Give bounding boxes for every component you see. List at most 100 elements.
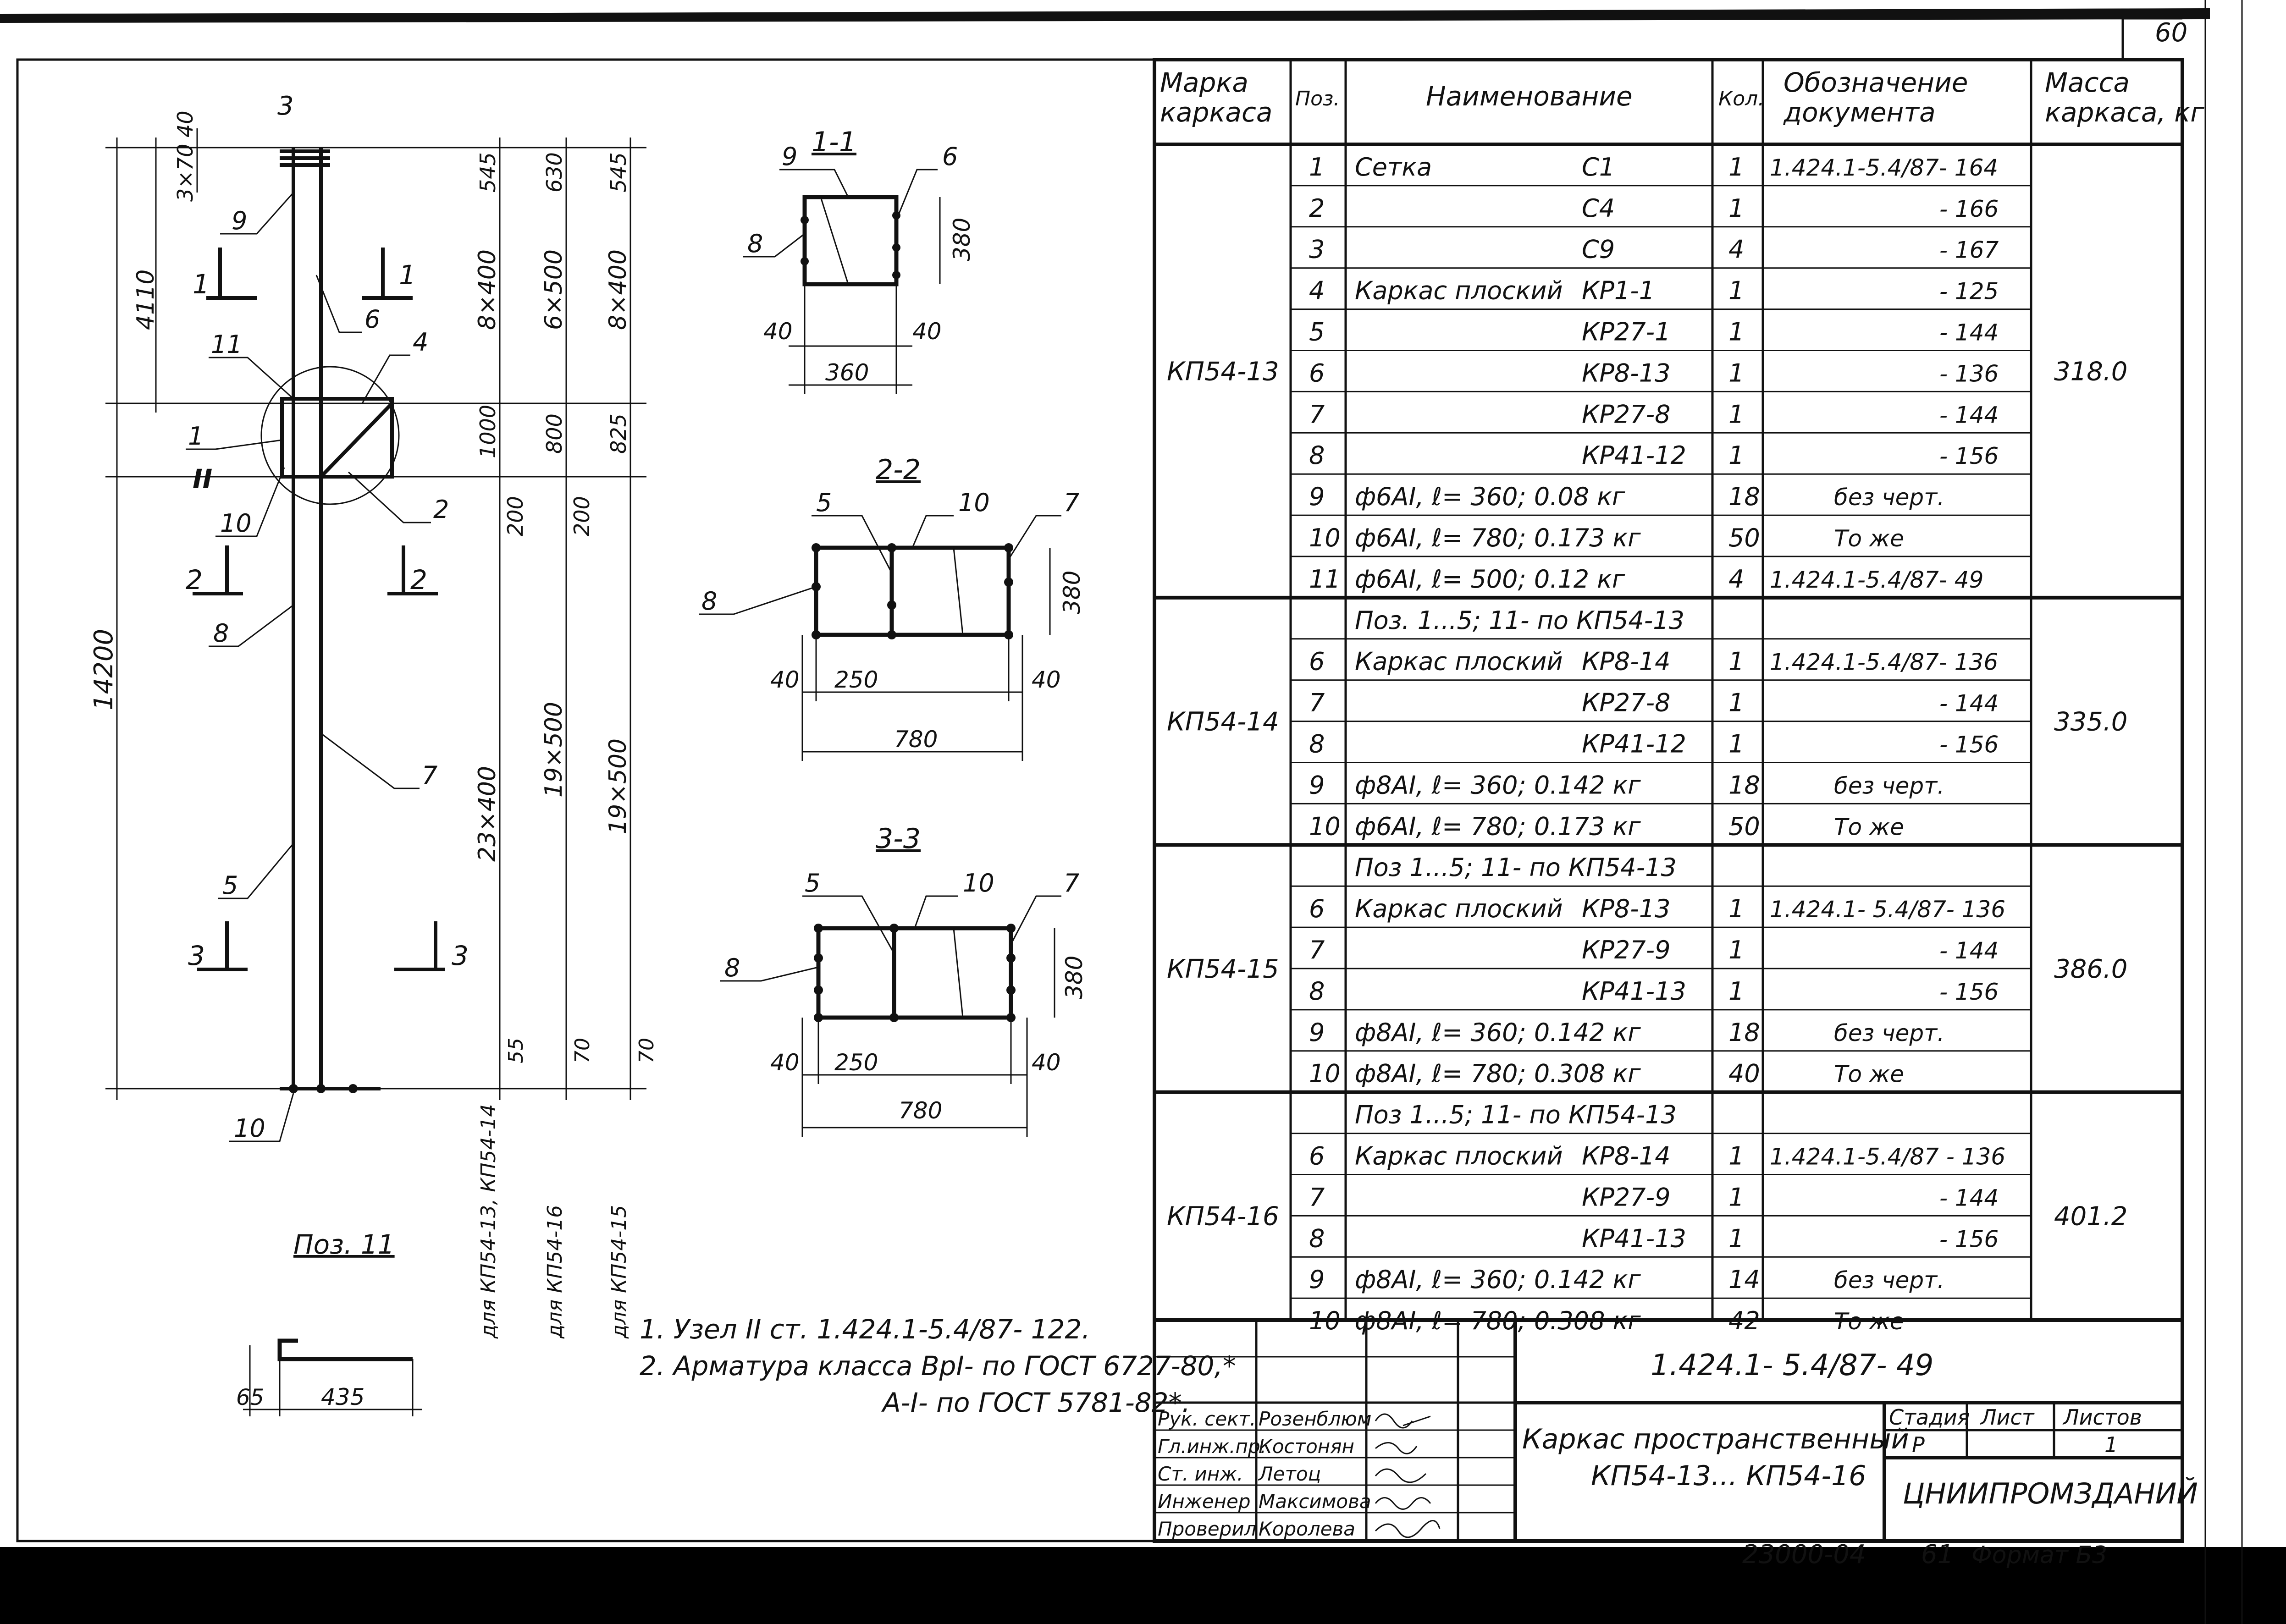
pos11-bar	[277, 1338, 413, 1361]
spec-code: КР1-1	[1582, 276, 1655, 305]
section-2-2-title: 2-2	[876, 454, 921, 486]
dim-55: 55	[504, 1038, 528, 1063]
spec-qty: 18	[1728, 1018, 1760, 1047]
spec-name: Каркас плоский	[1355, 1142, 1563, 1171]
dim-14200: 14200	[89, 629, 119, 710]
tb-role: Инженер	[1158, 1490, 1251, 1513]
s3-pos-10: 10	[963, 869, 994, 897]
spec-header-mass: Масса	[2045, 67, 2130, 98]
pos11-dim-65: 65	[236, 1385, 264, 1410]
dim-1000: 1000	[475, 405, 500, 458]
spec-name: ф6АI, ℓ= 360; 0.08 кг	[1355, 482, 1625, 511]
spec-doc: 1.424.1-5.4/87- 49	[1770, 567, 1983, 593]
tb-sheet-label: Лист	[1980, 1405, 2035, 1430]
spec-doc: 1.424.1-5.4/87- 164	[1770, 154, 1998, 181]
note-2: 2. Арматура класса ВрI- по ГОСТ 6727-80,…	[640, 1350, 1236, 1382]
spec-name: Каркас плоский	[1355, 647, 1563, 676]
node-cage	[280, 397, 394, 479]
spec-pos: 3	[1309, 235, 1325, 264]
spec-pos: 6	[1309, 358, 1325, 387]
spec-qty: 1	[1728, 1224, 1744, 1253]
tb-stage: Р	[1912, 1432, 1925, 1457]
spec-qty: 1	[1728, 194, 1744, 223]
s1-pos-8: 8	[747, 229, 763, 258]
cut-3-left: 3	[188, 940, 205, 971]
tb-sheets-label: Листов	[2062, 1405, 2142, 1430]
tb-name: Костонян	[1259, 1435, 1354, 1458]
spec-qty: 1	[1728, 1183, 1744, 1211]
s2-cage	[814, 545, 1011, 637]
spec-doc: - 144	[1939, 937, 1999, 964]
spec-name: ф8АI, ℓ= 780; 0.308 кг	[1355, 1059, 1641, 1088]
spec-name: ф8АI, ℓ= 360; 0.142 кг	[1355, 771, 1641, 799]
spec-pos: 5	[1309, 318, 1325, 347]
tb-people: Рук. сект.РозенблюмГл.инж.пр.КостонянСт.…	[1158, 1408, 1371, 1540]
spec-qty: 1	[1728, 936, 1744, 964]
s1-cage	[802, 195, 899, 286]
spec-doc: 1.424.1-5.4/87- 136	[1770, 649, 1998, 676]
for-kp54-13-14: для КП54-13, КП54-14	[477, 1104, 500, 1339]
elev-pos-1: 1	[188, 422, 204, 451]
spec-pos: 6	[1309, 647, 1325, 676]
tb-name: Максимова	[1259, 1490, 1371, 1513]
spec-code: КР41-13	[1582, 977, 1686, 1006]
spec-doc: - 144	[1939, 319, 1999, 346]
spec-qty: 1	[1728, 153, 1744, 182]
spec-pos: 4	[1309, 276, 1325, 305]
tb-name: Розенблюм	[1259, 1408, 1371, 1430]
spec-doc: - 144	[1939, 1184, 1999, 1211]
spec-header-mass-cont: каркаса, кг	[2045, 97, 2204, 128]
for-kp54-15: для КП54-15	[607, 1205, 631, 1339]
spec-mark: КП54-15	[1167, 954, 1279, 984]
s2-dim-380: 380	[1059, 571, 1085, 614]
elev-pos-6: 6	[364, 305, 380, 334]
s1-dim-360: 360	[825, 359, 869, 386]
tb-title-line2: КП54-13... КП54-16	[1591, 1460, 1866, 1492]
section-3-3: 3-3 5 10 7 8 380 40 250 40 780	[720, 823, 1088, 1137]
spec-doc: 1.424.1- 5.4/87- 136	[1770, 896, 2005, 923]
dim-19x500a: 19×500	[540, 702, 568, 798]
spec-header-doc-cont: документа	[1783, 97, 1936, 128]
spec-name: Поз 1...5; 11- по КП54-13	[1355, 1101, 1677, 1129]
spec-doc: - 156	[1939, 979, 1999, 1005]
title-block: 1.424.1- 5.4/87- 49 Каркас пространствен…	[1153, 1318, 2198, 1543]
s1-tie	[820, 197, 849, 285]
node-II-circle	[260, 366, 400, 505]
spec-code: С1	[1582, 153, 1615, 182]
spec-code: КР8-14	[1582, 647, 1670, 676]
cut-1-right: 1	[399, 259, 416, 291]
spec-pos: 7	[1309, 400, 1325, 429]
spec-doc: - 144	[1939, 402, 1999, 428]
cut-1-left: 1	[193, 269, 210, 300]
dim-70a: 70	[571, 1038, 594, 1063]
dim-23x400: 23×400	[474, 766, 501, 862]
spec-pos: 9	[1309, 1018, 1325, 1047]
spec-header-mark-cont: каркаса	[1160, 97, 1272, 128]
dim-825: 825	[606, 413, 631, 454]
spec-pos: 8	[1309, 441, 1325, 470]
s3-dim-40a: 40	[770, 1049, 800, 1076]
spec-doc: - 156	[1939, 1226, 1999, 1252]
elev-label-3: 3	[277, 91, 294, 121]
spec-pos: 9	[1309, 1265, 1325, 1294]
spec-mass: 335.0	[2054, 707, 2127, 737]
spec-pos: 8	[1309, 977, 1325, 1006]
spec-code: С9	[1582, 235, 1615, 264]
elev-pos-5: 5	[222, 871, 238, 900]
elev-leaders	[186, 192, 431, 1142]
spec-pos: 10	[1309, 523, 1341, 552]
spec-mark: КП54-13	[1167, 357, 1279, 386]
spec-name: ф6АI, ℓ= 780; 0.173 кг	[1355, 523, 1641, 552]
tb-doc-code: 1.424.1- 5.4/87- 49	[1651, 1349, 1933, 1382]
spec-qty: 40	[1728, 1059, 1760, 1088]
elev-pos-9: 9	[232, 206, 247, 235]
spec-code: КР27-1	[1582, 318, 1670, 347]
section-1-1: 1-1 9 6 8 380 40 40 360	[743, 126, 975, 394]
spec-header-mark: Марка	[1160, 67, 1248, 98]
spec-pos: 6	[1309, 894, 1325, 923]
spec-code: КР27-8	[1582, 400, 1670, 429]
tb-role: Проверил	[1158, 1518, 1256, 1540]
